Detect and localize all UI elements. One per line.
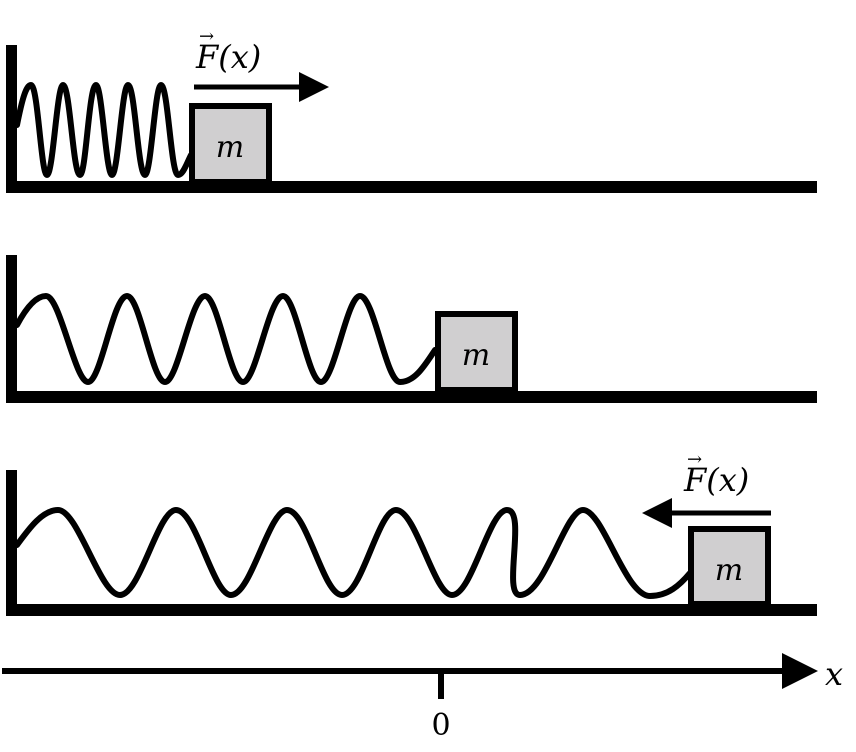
force-label: F(x) → [195, 26, 261, 76]
vector-arrow-icon: → [199, 26, 214, 47]
origin-label: 0 [431, 708, 450, 743]
panel-equilibrium: m [6, 255, 817, 403]
spring [14, 82, 194, 178]
mass-block [688, 526, 771, 607]
panel-compressed: m F(x) → [6, 26, 817, 193]
panel-stretched: m F(x) → [6, 449, 817, 616]
mass-label: m [216, 130, 244, 165]
floor [6, 181, 817, 193]
force-label: F(x) → [683, 449, 749, 499]
svg-text:F(x): F(x) [195, 38, 261, 76]
wall [6, 470, 17, 616]
wall [6, 255, 17, 403]
mass-block [189, 103, 272, 185]
floor [6, 604, 817, 616]
spring-end [517, 506, 693, 600]
spring [14, 507, 523, 598]
spring [14, 293, 438, 385]
vector-arrow-icon: → [687, 449, 702, 470]
x-axis: 0 x [2, 653, 843, 743]
origin-tick [438, 671, 444, 699]
svg-text:F(x): F(x) [683, 461, 749, 499]
floor [6, 391, 817, 403]
wall [6, 45, 17, 193]
mass-block [435, 311, 518, 393]
mass-label: m [715, 553, 743, 588]
mass-label: m [462, 338, 490, 373]
axis-label: x [825, 655, 843, 693]
